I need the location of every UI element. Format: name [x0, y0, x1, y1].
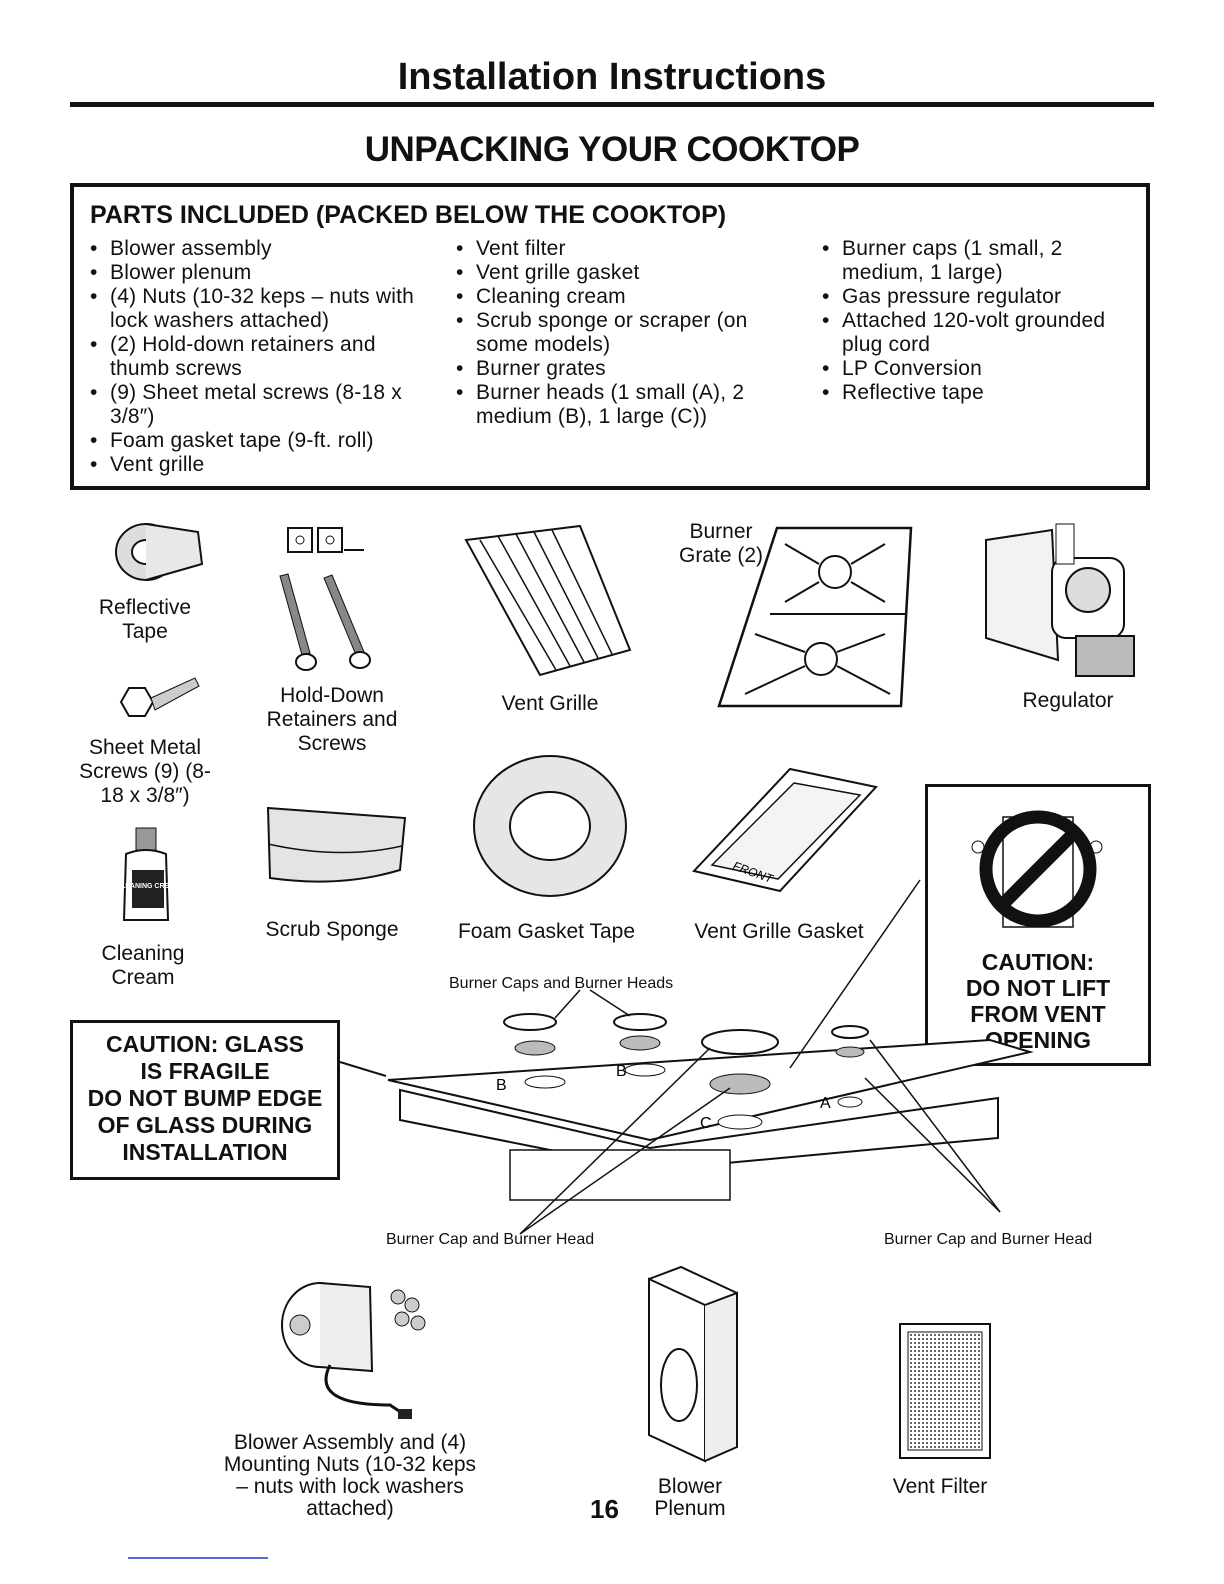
footer-link-line	[128, 1557, 268, 1559]
parts-list-item: Blower assembly	[88, 237, 428, 261]
sheet-metal-screws-label: Sheet Metal Screws (9) (8-18 x 3/8″)	[79, 736, 211, 807]
vent-filter-illustration	[899, 1323, 991, 1459]
parts-list-item: Blower plenum	[88, 261, 428, 285]
svg-text:B: B	[616, 1063, 627, 1080]
cooktop-illustration: B B C A	[339, 879, 1034, 1235]
section-title: UNPACKING YOUR COOKTOP	[364, 130, 860, 169]
burner-cap-head-right-label: Burner Cap and Burner Head	[884, 1231, 1093, 1248]
hold-down-label: Hold-Down Retainers and Screws	[266, 684, 398, 755]
scrub-sponge-illustration	[266, 806, 407, 883]
parts-list-item: Attached 120-volt grounded plug cord	[820, 309, 1145, 357]
burner-cap-head-left-label: Burner Cap and Burner Head	[386, 1231, 595, 1248]
cleaning-cream-label: Cleaning Cream	[101, 942, 185, 989]
page-number: 16	[590, 1494, 619, 1524]
caution-glass-box: CAUTION: GLASS IS FRAGILE DO NOT BUMP ED…	[70, 1020, 340, 1180]
parts-list-item: Burner caps (1 small, 2 medium, 1 large)	[820, 237, 1145, 285]
page-title: Installation Instructions	[397, 56, 827, 98]
parts-column-2: Vent filterVent grille gasketCleaning cr…	[454, 237, 794, 429]
scrub-sponge-label: Scrub Sponge	[265, 918, 399, 941]
parts-list-item: Cleaning cream	[454, 285, 794, 309]
sheet-metal-screw-illustration	[119, 677, 200, 717]
parts-list-item: (4) Nuts (10-32 keps – nuts with lock wa…	[88, 285, 428, 333]
caution-vent-text: CAUTION: DO NOT LIFT FROM VENT OPENING	[965, 949, 1111, 1053]
parts-column-3: Burner caps (1 small, 2 medium, 1 large)…	[820, 237, 1145, 405]
parts-list-item: Vent filter	[454, 237, 794, 261]
regulator-label: Regulator	[1022, 689, 1114, 712]
parts-list-item: Foam gasket tape (9-ft. roll)	[88, 429, 428, 453]
no-lift-icon	[938, 797, 1138, 937]
vent-grille-illustration	[464, 524, 632, 677]
parts-list-item: Reflective tape	[820, 381, 1145, 405]
blower-plenum-illustration	[648, 1265, 738, 1463]
parts-list-item: LP Conversion	[820, 357, 1145, 381]
burner-grate-illustration	[717, 526, 913, 708]
vent-grille-gasket-label: Vent Grille Gasket	[694, 920, 864, 943]
parts-list-item: Gas pressure regulator	[820, 285, 1145, 309]
burner-caps-heads-label: Burner Caps and Burner Heads	[449, 975, 674, 992]
blower-plenum-label: Blower Plenum	[654, 1475, 726, 1520]
foam-gasket-tape-illustration	[473, 755, 627, 897]
parts-column-1: Blower assemblyBlower plenum(4) Nuts (10…	[88, 237, 428, 477]
reflective-tape-illustration	[115, 523, 204, 581]
parts-list-item: Burner grates	[454, 357, 794, 381]
foam-gasket-tape-label: Foam Gasket Tape	[457, 920, 636, 943]
blower-assembly-label: Blower Assembly and (4) Mounting Nuts (1…	[223, 1431, 477, 1520]
parts-list-item: Vent grille	[88, 453, 428, 477]
parts-list-item: Scrub sponge or scraper (on some models)	[454, 309, 794, 357]
svg-text:C: C	[700, 1115, 712, 1132]
regulator-illustration	[985, 523, 1135, 677]
parts-list-item: (2) Hold-down retainers and thumb screws	[88, 333, 428, 381]
title-rule	[70, 102, 1154, 107]
burner-grate-label: Burner Grate (2)	[678, 520, 764, 567]
parts-heading: PARTS INCLUDED (PACKED BELOW THE COOKTOP…	[90, 201, 727, 229]
cleaning-cream-illustration: CLEANING CREAM	[116, 827, 180, 921]
parts-list-item: Vent grille gasket	[454, 261, 794, 285]
reflective-tape-label: Reflective Tape	[98, 596, 192, 643]
svg-text:A: A	[820, 1095, 831, 1112]
svg-text:CLEANING CREAM: CLEANING CREAM	[116, 883, 180, 890]
vent-grille-label: Vent Grille	[501, 692, 599, 715]
vent-grille-gasket-illustration: FRONT	[692, 767, 878, 893]
parts-list-item: Burner heads (1 small (A), 2 medium (B),…	[454, 381, 794, 429]
hold-down-retainers-illustration	[279, 527, 371, 671]
svg-text:B: B	[496, 1077, 507, 1094]
vent-filter-label: Vent Filter	[892, 1475, 988, 1498]
parts-included-box	[70, 183, 1150, 490]
caution-vent-box: CAUTION: DO NOT LIFT FROM VENT OPENING	[925, 784, 1151, 1066]
parts-list-item: (9) Sheet metal screws (8-18 x 3/8″)	[88, 381, 428, 429]
blower-assembly-illustration	[281, 1282, 426, 1419]
